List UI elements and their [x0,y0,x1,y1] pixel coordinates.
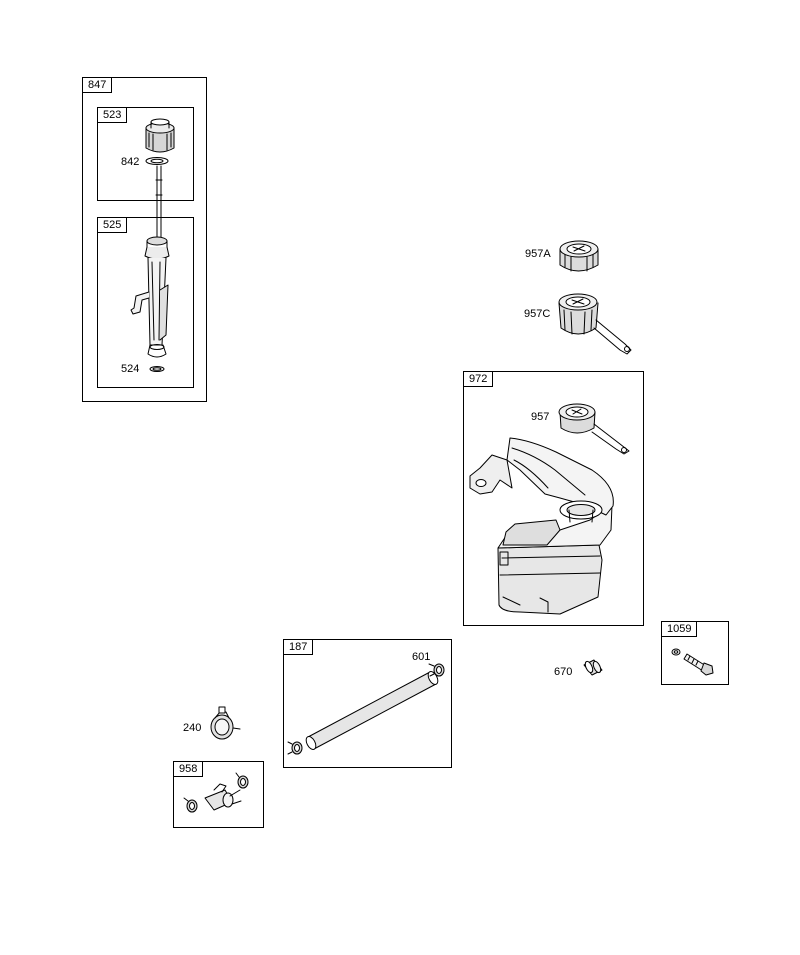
part-label-957: 957 [531,411,550,423]
fuel-cap-957a [560,241,598,271]
group-523-frame: 523 [97,107,194,201]
group-847-frame: 847 [82,77,207,402]
hose-clamp-lower [288,742,302,754]
group-972-frame: 972 [463,371,644,626]
part-label-957a: 957A [525,248,551,260]
part-label-524: 524 [121,363,140,375]
fuel-filter-240 [211,707,240,739]
group-525-tag: 525 [97,217,128,233]
group-187-frame: 187 [283,639,452,768]
o-ring-842 [146,158,168,165]
part-label-842: 842 [121,156,140,168]
part-label-601: 601 [412,651,431,663]
group-523-tag: 523 [97,107,128,123]
part-label-670: 670 [554,666,573,678]
fuel-cap-957c [559,294,631,354]
part-label-240: 240 [183,722,202,734]
part-label-957c: 957C [524,308,551,320]
bolt-1059 [672,649,713,675]
group-958-frame: 958 [173,761,264,828]
group-847-tag: 847 [82,77,113,93]
group-1059-tag: 1059 [661,621,698,637]
group-1059-frame: 1059 [661,621,729,685]
hose-clamp-601 [429,664,444,676]
fuel-line [304,670,440,751]
dipstick-rod [156,166,162,240]
fuel-cap-957 [559,404,629,454]
shutoff-valve-958 [184,773,248,812]
dipstick-cap [146,119,174,152]
o-ring-524 [150,367,164,372]
group-525-frame: 525 [97,217,194,388]
spacer-670 [584,660,603,675]
dipstick-tube [131,237,169,357]
group-972-tag: 972 [463,371,494,387]
fuel-tank [470,438,613,614]
group-187-tag: 187 [283,639,314,655]
group-958-tag: 958 [173,761,204,777]
